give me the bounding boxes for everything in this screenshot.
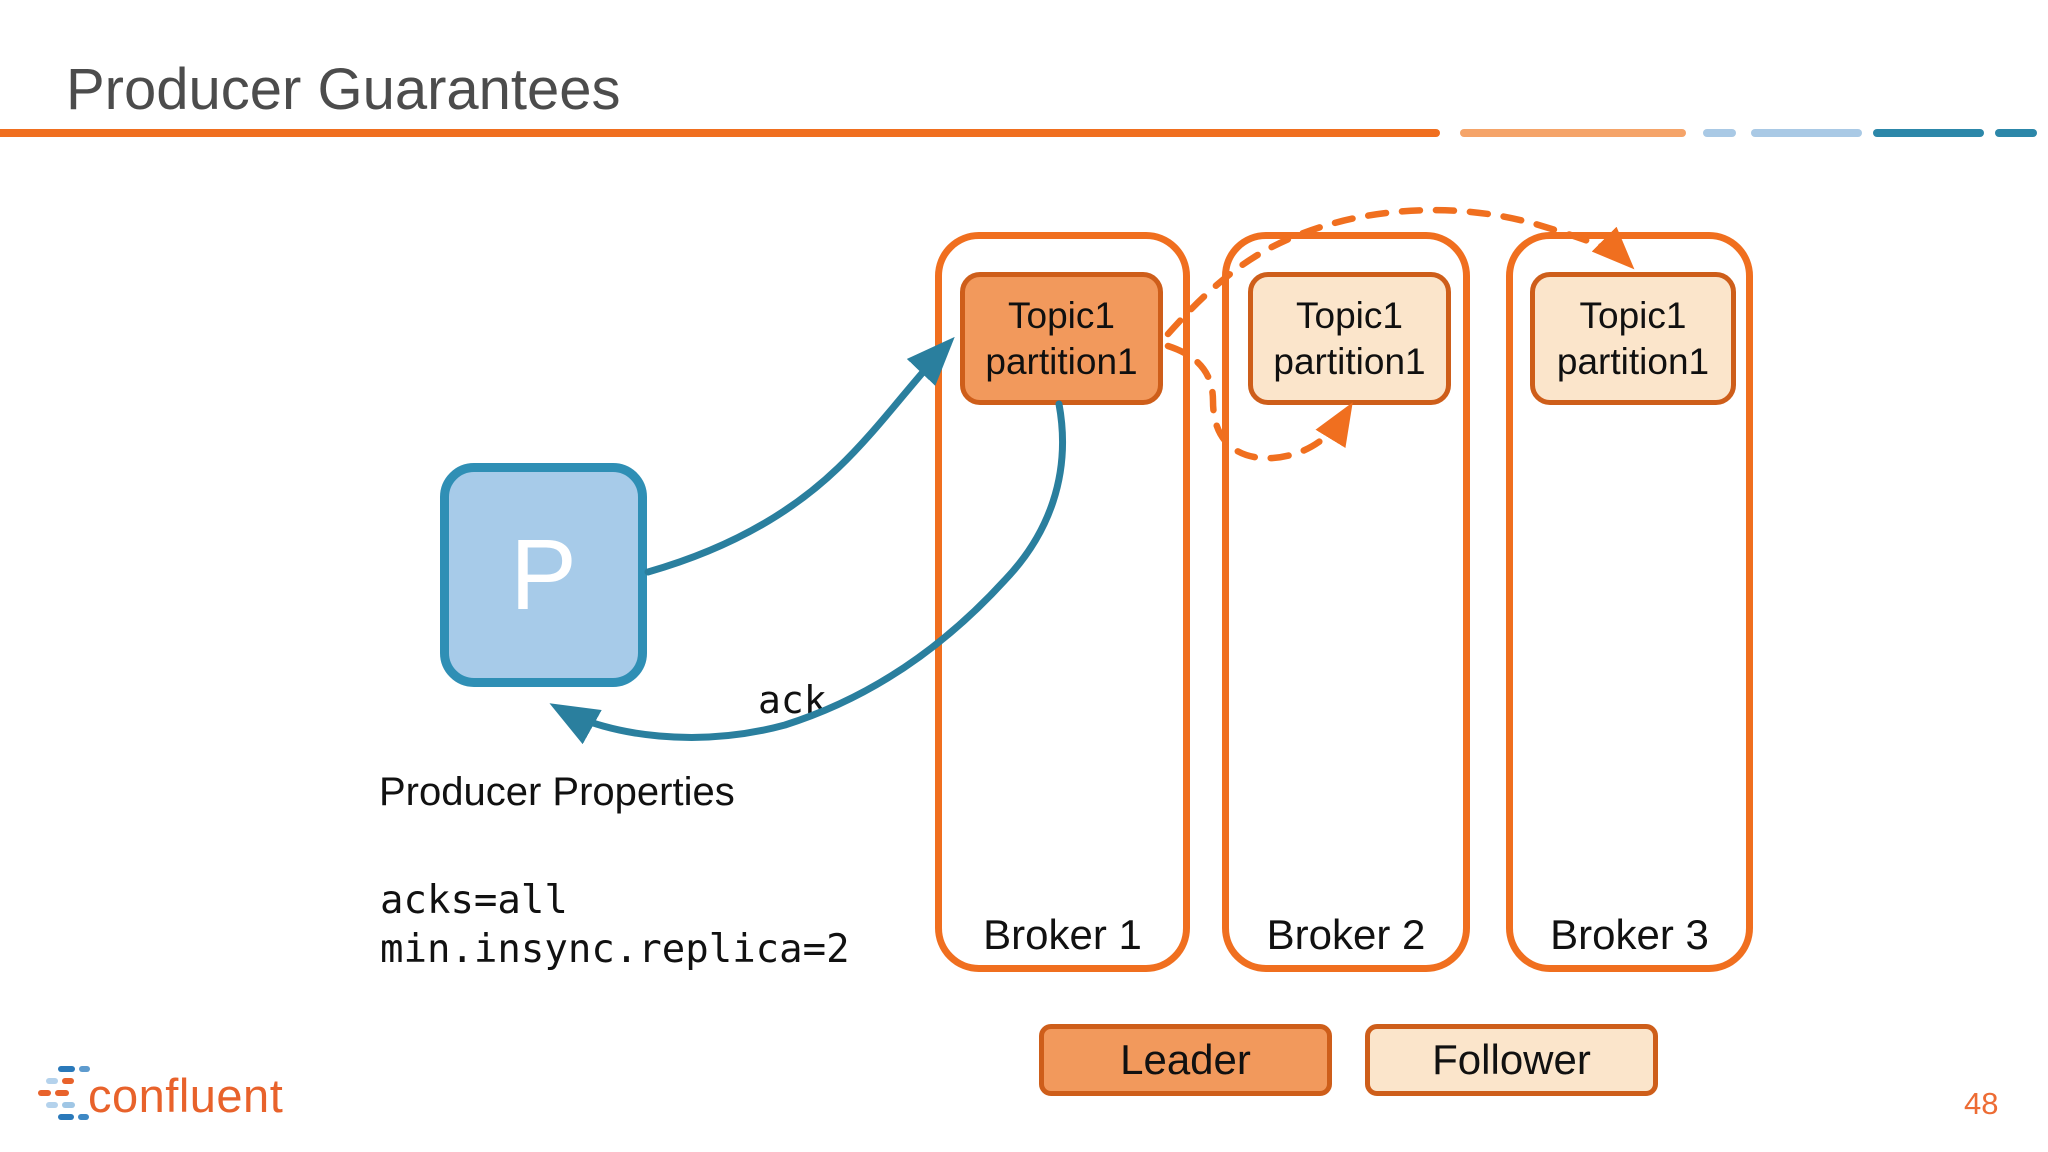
broker-1-label: Broker 1 (983, 911, 1142, 958)
title-rule-segment-4 (1873, 129, 1984, 137)
confluent-logo-text: confluent (88, 1069, 284, 1122)
producer-properties-heading: Producer Properties (379, 770, 735, 814)
page-number: 48 (1964, 1086, 1999, 1121)
legend-follower-label: Follower (1432, 1036, 1591, 1083)
partition-broker3-follower: Topic1 partition1 (1530, 272, 1736, 405)
partition-line2: partition1 (1273, 340, 1426, 382)
legend-leader-label: Leader (1120, 1036, 1251, 1083)
partition-line1: Topic1 (1008, 294, 1115, 336)
title-rule-segment-2 (1703, 129, 1736, 137)
partition-line1: Topic1 (1296, 294, 1403, 336)
title-rule-segment-5 (1995, 129, 2037, 137)
partition-broker1-leader: Topic1 partition1 (960, 272, 1163, 405)
legend-follower-chip: Follower (1365, 1024, 1658, 1096)
legend-leader-chip: Leader (1039, 1024, 1332, 1096)
confluent-logo: confluent (36, 1062, 366, 1126)
produce-arrow (644, 336, 955, 576)
producer-box: P (440, 463, 647, 687)
page-title: Producer Guarantees (66, 57, 621, 122)
partition-line2: partition1 (1556, 340, 1710, 382)
ack-label: ack (758, 678, 827, 722)
producer-property-min-insync: min.insync.replica=2 (380, 927, 850, 972)
broker-3-label: Broker 3 (1550, 911, 1709, 958)
title-rule-main (0, 129, 1440, 137)
producer-label: P (510, 519, 577, 631)
producer-property-acks: acks=all (380, 878, 568, 923)
broker-2-label: Broker 2 (1266, 911, 1426, 958)
partition-line2: partition1 (985, 340, 1138, 382)
title-rule-segment-3 (1751, 129, 1862, 137)
title-rule-segment-1 (1460, 129, 1686, 137)
partition-line1: Topic1 (1579, 294, 1687, 336)
partition-broker2-follower: Topic1 partition1 (1248, 272, 1451, 405)
